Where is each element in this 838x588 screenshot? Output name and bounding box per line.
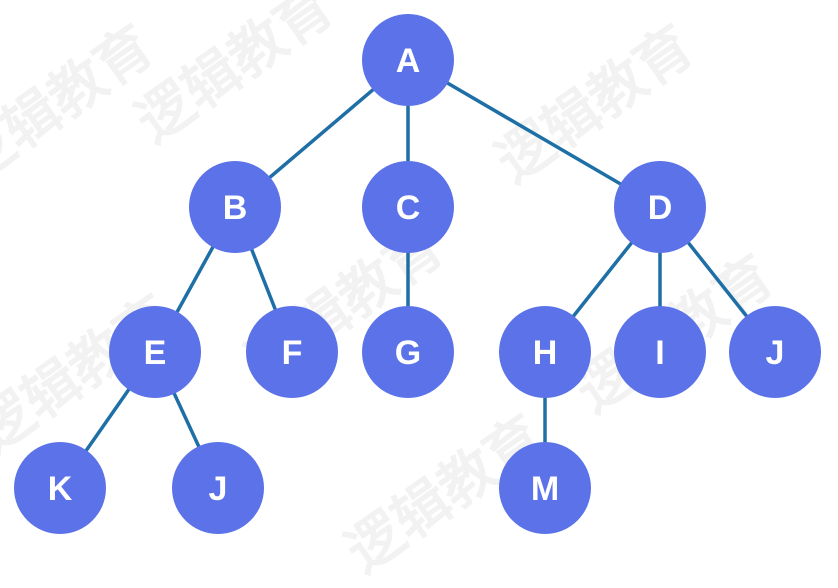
node-d: D: [614, 161, 706, 253]
node-h: H: [499, 306, 591, 398]
node-k: K: [14, 442, 106, 534]
node-label: C: [396, 189, 421, 227]
node-label: H: [533, 334, 558, 372]
node-b: B: [189, 161, 281, 253]
node-circle: [499, 306, 591, 398]
edges-layer: [58, 58, 777, 490]
node-circle: [614, 306, 706, 398]
node-label: M: [531, 470, 559, 508]
node-f: F: [246, 306, 338, 398]
node-circle: [499, 442, 591, 534]
tree-diagram: A B C D E F G H I J K J M: [14, 14, 821, 534]
node-circle: [614, 161, 706, 253]
node-label: I: [655, 334, 664, 372]
node-circle: [109, 306, 201, 398]
node-circle: [14, 442, 106, 534]
node-label: A: [396, 42, 421, 80]
node-a: A: [362, 14, 454, 106]
edge-a-d: [406, 58, 662, 209]
node-j1: J: [729, 306, 821, 398]
node-label: F: [282, 334, 303, 372]
node-i: I: [614, 306, 706, 398]
node-circle: [189, 161, 281, 253]
node-circle: [362, 14, 454, 106]
node-circle: [729, 306, 821, 398]
node-circle: [172, 442, 264, 534]
node-label: E: [144, 334, 167, 372]
node-label: B: [223, 189, 248, 227]
node-circle: [362, 161, 454, 253]
node-label: J: [209, 470, 228, 508]
nodes-layer: A B C D E F G H I J K J M: [14, 14, 821, 534]
node-circle: [246, 306, 338, 398]
node-e: E: [109, 306, 201, 398]
node-label: K: [48, 470, 73, 508]
node-circle: [362, 306, 454, 398]
node-c: C: [362, 161, 454, 253]
node-j2: J: [172, 442, 264, 534]
node-label: D: [648, 189, 673, 227]
node-label: J: [766, 334, 785, 372]
node-m: M: [499, 442, 591, 534]
node-g: G: [362, 306, 454, 398]
node-label: G: [395, 334, 421, 372]
